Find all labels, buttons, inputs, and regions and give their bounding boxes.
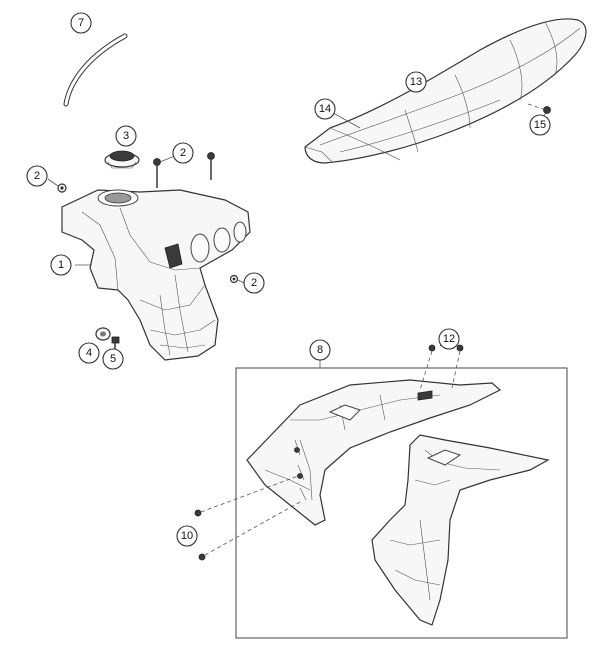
callout-15: 15: [529, 114, 551, 136]
bushing-screw: [111, 336, 120, 350]
svg-text:10: 10: [181, 530, 193, 542]
svg-text:15: 15: [534, 119, 546, 131]
callout-12: 12: [438, 328, 460, 350]
fuel-tank: [61, 189, 251, 361]
spoiler-screws-side: [194, 475, 301, 561]
svg-text:5: 5: [110, 353, 116, 365]
callout-2-top: 2: [172, 142, 194, 164]
fuel-hose: [63, 33, 128, 107]
svg-text:2: 2: [180, 147, 186, 159]
right-spoiler: [371, 434, 550, 626]
svg-text:7: 7: [78, 17, 84, 29]
svg-text:13: 13: [410, 76, 422, 88]
spoiler-group-frame: [235, 367, 568, 639]
svg-text:8: 8: [317, 344, 323, 356]
callout-14: 14: [314, 98, 336, 120]
seat-screw: [527, 103, 551, 114]
left-spoiler: [246, 379, 502, 526]
fuel-cap: [104, 150, 140, 169]
svg-text:14: 14: [319, 103, 331, 115]
bushing: [95, 327, 111, 341]
seat: [304, 18, 587, 164]
callout-2-left: 2: [26, 165, 48, 187]
svg-text:12: 12: [443, 333, 455, 345]
callout-13: 13: [405, 71, 427, 93]
spoiler-screws-top: [419, 344, 464, 391]
callout-7: 7: [70, 12, 92, 34]
callout-2-right: 2: [243, 272, 265, 294]
svg-text:2: 2: [34, 170, 40, 182]
callout-3: 3: [115, 125, 137, 147]
tank-screws: [57, 152, 239, 284]
callout-8: 8: [309, 339, 331, 361]
callout-1: 1: [50, 254, 72, 276]
svg-text:2: 2: [251, 277, 257, 289]
svg-text:1: 1: [58, 259, 64, 271]
callout-4: 4: [78, 342, 100, 364]
svg-text:3: 3: [123, 130, 129, 142]
svg-text:4: 4: [86, 347, 92, 359]
callout-10: 10: [176, 525, 198, 547]
callout-5: 5: [102, 348, 124, 370]
